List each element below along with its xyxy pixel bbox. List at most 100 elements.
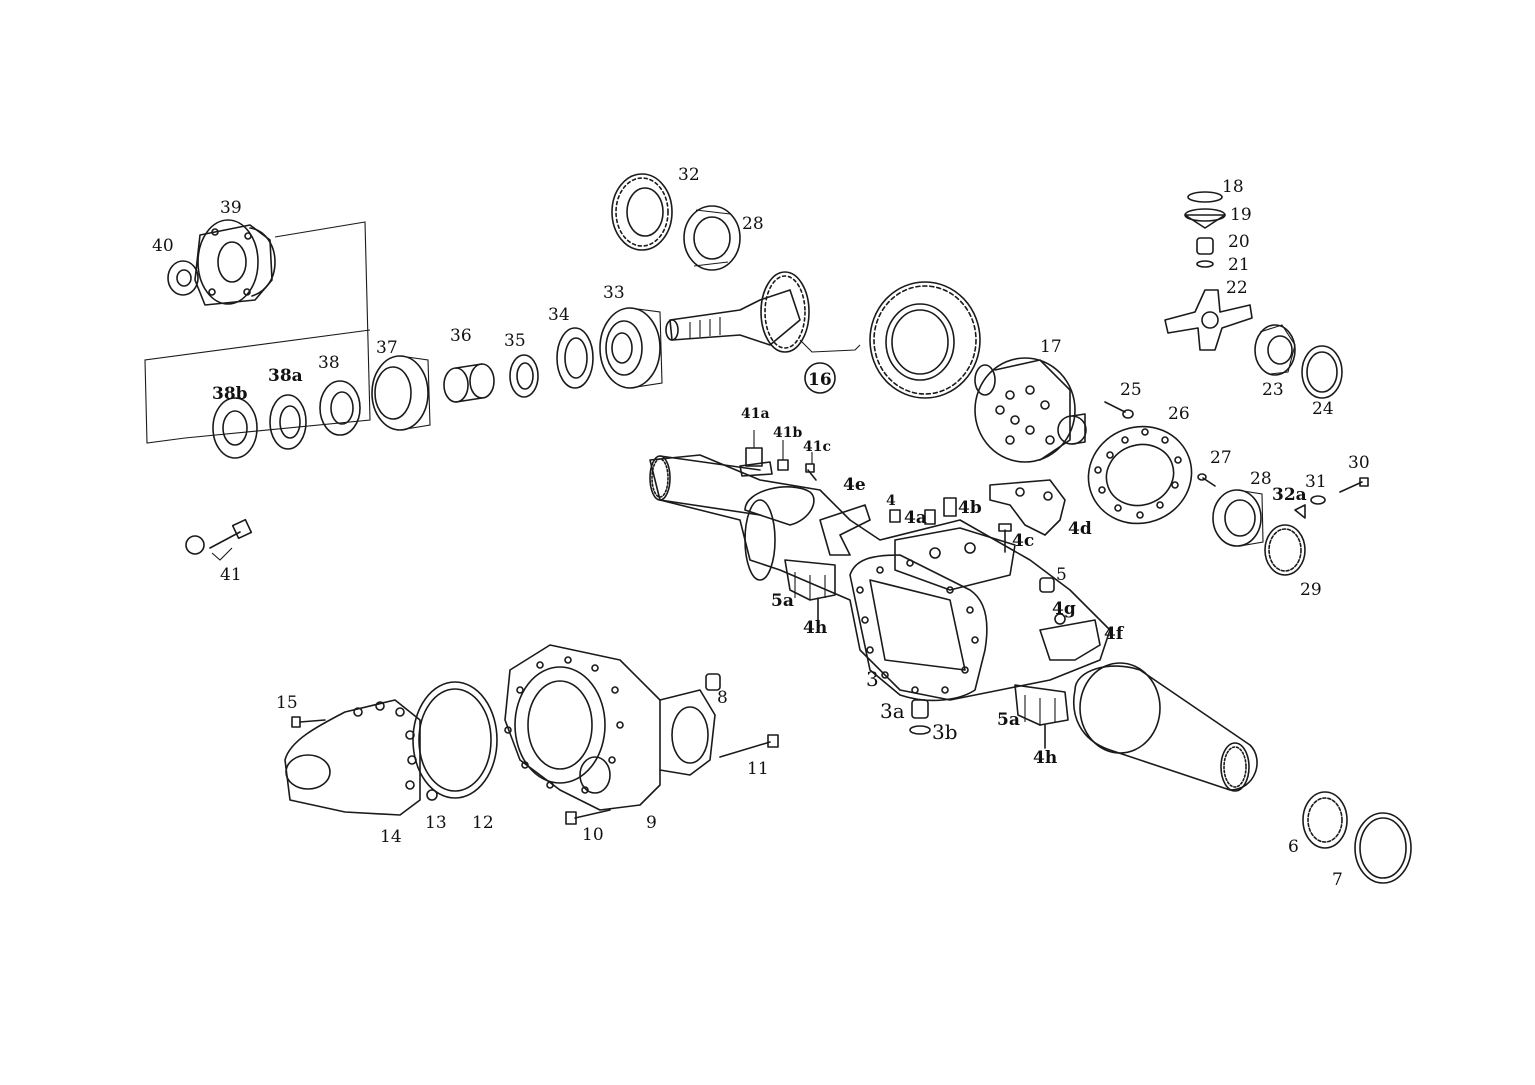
- label-4h-left: 4h: [803, 618, 827, 638]
- label-38: 38: [318, 353, 340, 373]
- bolt-4c: [998, 523, 1012, 553]
- label-41b: 41b: [773, 425, 802, 441]
- ring-gear: [869, 281, 981, 399]
- bearing-28-top: [683, 205, 741, 271]
- label-37: 37: [376, 338, 398, 358]
- label-5a-left: 5a: [771, 591, 794, 611]
- label-30: 30: [1348, 453, 1370, 473]
- label-35: 35: [504, 331, 526, 351]
- label-4c: 4c: [1012, 531, 1034, 551]
- bolt-41: [185, 518, 253, 561]
- label-17: 17: [1040, 337, 1062, 357]
- ring-34: [556, 327, 594, 389]
- bolt-41c: [805, 452, 817, 481]
- label-41c: 41c: [803, 439, 831, 455]
- washer-24: [1301, 345, 1343, 399]
- label-40: 40: [152, 236, 174, 256]
- label-9: 9: [646, 813, 657, 833]
- bracket-5a-right: [1014, 684, 1069, 726]
- label-36: 36: [450, 326, 472, 346]
- bracket-4d: [989, 479, 1066, 536]
- label-18: 18: [1222, 177, 1244, 197]
- label-28-right: 28: [1250, 469, 1272, 489]
- label-15: 15: [276, 693, 298, 713]
- fitting-4: [889, 509, 901, 523]
- label-16: 16: [808, 370, 832, 390]
- fitting-4a: [924, 509, 936, 525]
- label-28-top: 28: [742, 214, 764, 234]
- pinion-shaft: [665, 271, 861, 353]
- label-19: 19: [1230, 205, 1252, 225]
- clip-32a: [1294, 504, 1306, 519]
- bracket-4f: [1039, 619, 1101, 661]
- connector-bracket-39: [144, 221, 371, 444]
- label-4d: 4d: [1068, 519, 1092, 539]
- nut-6: [1302, 791, 1348, 849]
- callout-circle-16: [804, 362, 836, 394]
- cross-spider-22: [1164, 289, 1253, 351]
- label-4f: 4f: [1104, 624, 1125, 644]
- gear-19: [1184, 208, 1226, 229]
- label-20: 20: [1228, 232, 1250, 252]
- pin-27: [1197, 473, 1216, 487]
- left-axle-tube: [649, 455, 815, 581]
- label-31: 31: [1305, 472, 1327, 492]
- label-3b: 3b: [932, 720, 958, 744]
- label-23: 23: [1262, 380, 1284, 400]
- spacer-36: [443, 363, 495, 403]
- nut-29: [1264, 524, 1306, 576]
- label-24: 24: [1312, 399, 1334, 419]
- label-25: 25: [1120, 380, 1142, 400]
- ring-31: [1310, 495, 1326, 505]
- gasket-12: [412, 681, 498, 799]
- label-32: 32: [678, 165, 700, 185]
- label-8: 8: [717, 688, 728, 708]
- label-5: 5: [1056, 565, 1067, 585]
- label-13: 13: [425, 813, 447, 833]
- ring-35: [509, 354, 539, 398]
- bolt-30: [1339, 477, 1369, 493]
- flange-nut-40: [167, 260, 199, 296]
- bearing-33: [599, 307, 663, 389]
- ring-3b: [909, 725, 931, 735]
- label-5a-right: 5a: [997, 710, 1020, 730]
- label-33: 33: [603, 283, 625, 303]
- carrier-9-holes: [504, 656, 624, 794]
- label-27: 27: [1210, 448, 1232, 468]
- housing-3-bolt-holes: [856, 559, 979, 694]
- bolt-25: [1104, 401, 1134, 419]
- label-4g: 4g: [1052, 599, 1076, 619]
- label-4e: 4e: [843, 475, 866, 495]
- label-10: 10: [582, 825, 604, 845]
- bracket-5a-left: [784, 559, 836, 601]
- plug-5: [1039, 577, 1055, 593]
- fitting-4b: [943, 497, 957, 517]
- label-26: 26: [1168, 404, 1190, 424]
- right-axle-tube: [1073, 662, 1258, 792]
- bearing-plate-26: [1087, 425, 1193, 525]
- label-34: 34: [548, 305, 570, 325]
- label-21: 21: [1228, 255, 1250, 275]
- label-41: 41: [220, 565, 242, 585]
- label-3a: 3a: [880, 699, 905, 723]
- carrier-9: [504, 644, 716, 811]
- label-39: 39: [220, 198, 242, 218]
- bolt-15: [291, 716, 326, 728]
- label-6: 6: [1288, 837, 1299, 857]
- label-4a: 4a: [904, 508, 927, 528]
- plug-4g: [1054, 613, 1066, 625]
- label-22: 22: [1226, 278, 1248, 298]
- diff-case-holes: [995, 385, 1055, 445]
- callout-labels: 39 40 32 28 18 19 20 21 22 33 34 36 35 3…: [152, 165, 1370, 890]
- side-gear-23: [1254, 324, 1296, 376]
- washer-18: [1187, 191, 1223, 203]
- diff-case-17: [974, 357, 1087, 463]
- bolt-10: [565, 809, 611, 825]
- cover-14-holes: [353, 701, 417, 790]
- label-4h-right: 4h: [1033, 748, 1057, 768]
- label-14: 14: [380, 827, 402, 847]
- ring-21: [1196, 260, 1214, 268]
- label-12: 12: [472, 813, 494, 833]
- ring-7: [1354, 812, 1412, 884]
